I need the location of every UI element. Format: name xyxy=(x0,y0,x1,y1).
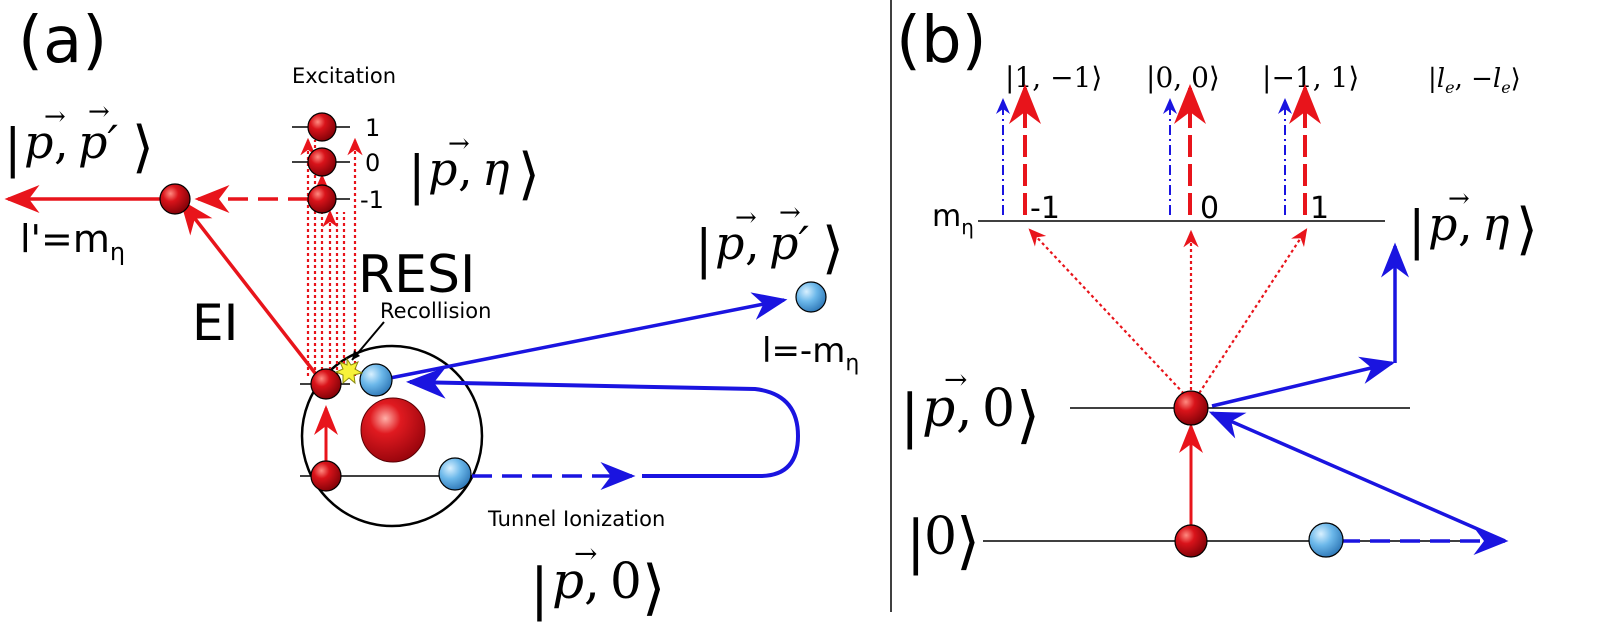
svg-text:|: | xyxy=(1408,201,1426,261)
top-ket-1: |1, −1⟩ xyxy=(1005,61,1102,94)
top-state-arrows xyxy=(996,84,1321,215)
svg-text:p: p xyxy=(715,216,744,270)
electron-icon xyxy=(795,281,827,313)
svg-text:|1, −1⟩: |1, −1⟩ xyxy=(1005,61,1102,94)
ket-p-pprime-left: | p → , p′ → ⟩ xyxy=(4,97,154,180)
electron-icon xyxy=(307,147,337,177)
panel-a: (a) xyxy=(4,4,859,623)
svg-text:p: p xyxy=(428,142,457,196)
svg-text:p′: p′ xyxy=(78,115,118,169)
ket-p-eta-b: | p → , η ⟩ xyxy=(1408,184,1538,262)
dotted-excitation-arrows-b xyxy=(1028,228,1308,399)
recollision-label: Recollision xyxy=(380,299,491,323)
svg-text:|: | xyxy=(530,557,549,622)
svg-text:|0, 0⟩: |0, 0⟩ xyxy=(1146,61,1220,94)
scattered-blue-arrow xyxy=(389,292,788,380)
m-value-0: 0 xyxy=(1200,191,1219,226)
l-right-label: l=-mη xyxy=(762,331,859,376)
return-trajectory xyxy=(406,366,801,478)
lprime-label: l'=mη xyxy=(20,217,125,266)
svg-text:p: p xyxy=(1428,197,1457,251)
recollision-flash-icon xyxy=(334,357,364,385)
atom-orbit-icon xyxy=(300,344,484,528)
electron-icon xyxy=(159,183,191,215)
svg-text:⟩: ⟩ xyxy=(518,142,540,207)
electron-icon xyxy=(359,363,393,397)
electron-icon xyxy=(1174,524,1208,558)
top-ket-3: |−1, 1⟩ xyxy=(1262,61,1359,94)
panel-b: (b) |1, −1⟩ |0, 0⟩ |−1, 1⟩ |le, −le⟩ mη … xyxy=(896,4,1538,577)
svg-text:⟩: ⟩ xyxy=(1016,378,1040,451)
svg-text:|: | xyxy=(906,508,926,576)
svg-text:⟩: ⟩ xyxy=(642,553,665,623)
electron-icon xyxy=(1308,522,1344,558)
resi-label: RESI xyxy=(358,245,475,305)
electron-icon xyxy=(307,112,337,142)
svg-text:|le, −le⟩: |le, −le⟩ xyxy=(1428,64,1521,97)
m-value-1: 1 xyxy=(1310,191,1329,226)
tunnel-ionization-label: Tunnel Ionization xyxy=(487,507,665,531)
excitation-arrows xyxy=(300,137,363,376)
excitation-label: Excitation xyxy=(292,64,396,88)
electron-icon xyxy=(310,460,342,492)
svg-text:p: p xyxy=(922,379,955,439)
svg-text:η: η xyxy=(1482,197,1510,251)
svg-text:,: , xyxy=(458,142,473,196)
m-eta-label: mη xyxy=(932,199,974,239)
svg-text:⟩: ⟩ xyxy=(1516,197,1538,262)
return-arrow-b xyxy=(1208,411,1506,543)
level-label-neg1: -1 xyxy=(360,186,384,214)
svg-text:p′: p′ xyxy=(769,216,809,270)
m-value-neg1: -1 xyxy=(1030,191,1060,226)
svg-text:0: 0 xyxy=(924,507,957,567)
svg-text:0: 0 xyxy=(982,379,1015,439)
svg-text:,: , xyxy=(745,216,760,270)
svg-text:,: , xyxy=(54,115,69,169)
ei-arrow xyxy=(179,199,324,384)
svg-text:|: | xyxy=(695,220,713,280)
ei-label: EI xyxy=(192,294,238,352)
svg-text:0: 0 xyxy=(610,552,642,610)
svg-text:|: | xyxy=(900,382,920,450)
panel-b-label: (b) xyxy=(896,4,987,78)
ket-p-pprime-right: | p → , p′ → ⟩ xyxy=(695,198,844,281)
electron-icon xyxy=(307,184,337,214)
svg-text:→: → xyxy=(779,198,801,228)
svg-text:→: → xyxy=(44,102,66,132)
svg-text:η: η xyxy=(482,142,510,196)
svg-text:→: → xyxy=(1448,184,1470,214)
svg-text:p: p xyxy=(24,115,53,169)
svg-text:p: p xyxy=(552,552,584,610)
panel-a-label: (a) xyxy=(18,4,107,78)
svg-text:,: , xyxy=(1458,197,1473,251)
svg-text:→: → xyxy=(448,129,470,159)
electron-icon xyxy=(438,457,472,491)
svg-text:,: , xyxy=(584,552,600,610)
svg-text:,: , xyxy=(956,379,973,439)
ket-p-0-a: | p → , 0 ⟩ xyxy=(530,537,665,623)
level-label-1: 1 xyxy=(365,114,380,142)
svg-text:⟩: ⟩ xyxy=(822,216,844,281)
top-ket-2: |0, 0⟩ xyxy=(1146,61,1220,94)
svg-text:|: | xyxy=(408,146,426,206)
svg-text:|−1, 1⟩: |−1, 1⟩ xyxy=(1262,61,1359,94)
scatter-arrow-b xyxy=(1211,356,1396,408)
svg-text:→: → xyxy=(574,537,597,570)
svg-text:|: | xyxy=(4,119,22,179)
svg-text:→: → xyxy=(88,97,110,127)
ket-0-b: | 0 ⟩ xyxy=(906,504,980,577)
svg-text:→: → xyxy=(735,203,757,233)
top-ket-general: |le, −le⟩ xyxy=(1428,64,1521,97)
nucleus-icon xyxy=(360,397,426,463)
svg-text:⟩: ⟩ xyxy=(956,504,980,577)
svg-text:⟩: ⟩ xyxy=(132,115,154,180)
svg-text:→: → xyxy=(944,363,967,396)
level-label-0: 0 xyxy=(365,149,380,177)
ket-p-0-b: | p → , 0 ⟩ xyxy=(900,363,1040,451)
ket-p-eta-a: | p → , η ⟩ xyxy=(408,129,540,207)
electron-icon xyxy=(310,368,342,400)
electron-icon xyxy=(1173,390,1209,426)
